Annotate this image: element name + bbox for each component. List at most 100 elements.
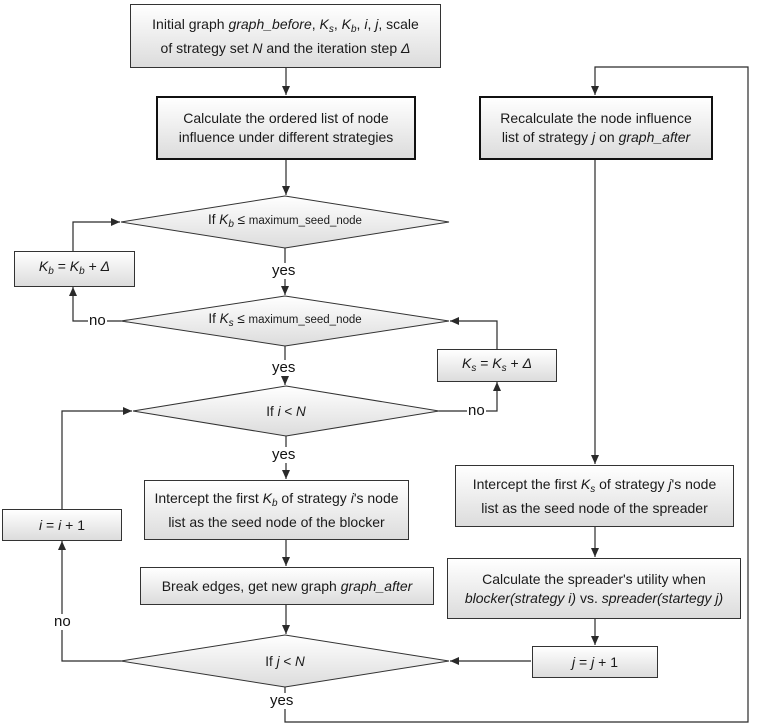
- ics-k: K: [580, 475, 591, 492]
- dec-ks-max: maximum_seed_node: [248, 314, 362, 326]
- ks-upd-eq: =: [476, 354, 493, 371]
- init-ks-sub: s: [328, 23, 334, 35]
- dec-i-if: If: [266, 403, 278, 419]
- ics-line2: list as the seed node of the spreader: [481, 499, 708, 516]
- icb-sub: b: [271, 497, 278, 509]
- icb-c: 's node: [353, 489, 399, 506]
- icb-i: i: [350, 489, 354, 506]
- arrow-i-no-to-ksupdate: [439, 382, 501, 412]
- decision-kb-shape: [120, 195, 450, 249]
- dec-i-op: <: [280, 403, 296, 419]
- dec-i-n: N: [295, 403, 306, 419]
- icb-b: of strategy: [277, 489, 351, 506]
- ics-a: Intercept the first: [472, 475, 581, 492]
- j-upd-rest: + 1: [594, 653, 618, 670]
- dec-i-var: i: [277, 403, 281, 419]
- label-yes-ks: yes: [271, 359, 297, 376]
- init-step-text: and the iteration step: [262, 39, 402, 56]
- decision-kb-text: If Kb ≤ maximum_seed_node: [150, 211, 420, 233]
- init-j: j: [375, 15, 379, 32]
- label-no-i: no: [467, 402, 486, 419]
- kb-upd-delta: Δ: [100, 258, 111, 274]
- ks-upd-s2: s: [501, 362, 507, 374]
- break-text: Break edges, get new graph: [161, 577, 341, 594]
- utility-line1: Calculate the spreader's utility when: [482, 570, 706, 587]
- dec-kb-if: If: [208, 212, 220, 227]
- utility-box: Calculate the spreader's utility when bl…: [447, 558, 741, 619]
- decision-ks-text: If Ks ≤ maximum_seed_node: [150, 310, 420, 332]
- ks-update-box: Ks = Ks + Δ: [437, 349, 557, 382]
- dec-ks-op: ≤: [233, 311, 249, 326]
- calc-list-box: Calculate the ordered list of node influ…: [156, 96, 416, 160]
- label-yes-kb: yes: [271, 262, 297, 279]
- ics-sub: s: [590, 483, 596, 495]
- break-edges-box: Break edges, get new graph graph_after: [140, 567, 434, 605]
- arrow-j-yes-loop: [284, 66, 749, 723]
- j-upd-eq: =: [575, 653, 592, 670]
- kb-upd-k2: K: [69, 258, 80, 274]
- ics-j: j: [668, 475, 672, 492]
- ics-b: of strategy: [595, 475, 669, 492]
- init-sep: ,: [367, 15, 376, 32]
- ks-upd-plus: +: [506, 354, 523, 371]
- arrow-kbupdate-to-kb: [72, 218, 120, 251]
- recalc-line1: Recalculate the node influence: [500, 110, 692, 126]
- decision-j-text: If j < N: [215, 650, 355, 672]
- init-ks: K: [319, 15, 329, 32]
- i-upd-rest: + 1: [61, 516, 85, 533]
- dec-j-n: N: [294, 653, 305, 669]
- i-upd-eq: =: [42, 516, 59, 533]
- ks-upd-s1: s: [471, 362, 477, 374]
- kb-upd-k1: K: [38, 258, 49, 274]
- init-scale: , scale: [378, 15, 419, 32]
- label-yes-i: yes: [271, 446, 297, 463]
- init-sep: ,: [333, 15, 342, 32]
- label-no-j: no: [53, 613, 72, 630]
- icb-k: K: [262, 489, 272, 506]
- dec-j-op: <: [279, 653, 295, 669]
- j-update-box: j = j + 1: [532, 646, 658, 678]
- dec-ks-sub: s: [228, 318, 234, 329]
- init-kb: K: [341, 15, 351, 32]
- icb-a: Intercept the first: [154, 489, 263, 506]
- label-no-ks: no: [88, 312, 107, 329]
- init-i: i: [364, 15, 368, 32]
- dec-kb-k: K: [219, 212, 229, 227]
- decision-ks-shape: [120, 295, 450, 347]
- init-sep: ,: [356, 15, 365, 32]
- init-kb-sub: b: [350, 23, 357, 35]
- calc-list-line2: influence under different strategies: [178, 129, 394, 145]
- ics-c: 's node: [671, 475, 717, 492]
- label-yes-j: yes: [269, 692, 295, 709]
- arrow-iupdate-to-i: [61, 407, 132, 509]
- recalc-on: on: [595, 129, 619, 145]
- recalc-j: j: [592, 129, 596, 145]
- i-upd-v1: i: [39, 516, 43, 533]
- init-n: N: [252, 39, 263, 56]
- recalc-graph-after: graph_after: [618, 129, 691, 145]
- intercept-blocker-box: Intercept the first Kb of strategy i's n…: [144, 480, 409, 540]
- dec-kb-sub: b: [228, 219, 234, 230]
- kb-upd-s2: b: [79, 266, 85, 277]
- init-strategy-set: of strategy set: [160, 39, 253, 56]
- kb-upd-eq: =: [53, 258, 70, 274]
- ks-upd-k1: K: [461, 354, 472, 371]
- init-graph-before: graph_before: [228, 15, 312, 32]
- j-upd-v2: j: [591, 653, 595, 670]
- kb-upd-s1: b: [48, 266, 54, 277]
- arrow-j-no-to-iupdate: [58, 541, 121, 662]
- i-update-box: i = i + 1: [2, 509, 122, 541]
- ks-upd-delta: Δ: [522, 354, 533, 371]
- i-upd-v2: i: [58, 516, 62, 533]
- dec-ks-if: If: [208, 311, 220, 326]
- dec-j-var: j: [276, 653, 280, 669]
- init-sep: ,: [311, 15, 320, 32]
- init-box: Initial graph graph_before, Ks, Kb, i, j…: [130, 4, 441, 68]
- dec-ks-k: K: [219, 311, 229, 326]
- recalc-line2a: list of strategy: [501, 129, 593, 145]
- utility-spreader: spreader(startegy j): [601, 589, 724, 606]
- kb-upd-plus: +: [84, 258, 101, 274]
- dec-kb-max: maximum_seed_node: [248, 215, 362, 227]
- init-text-a: Initial graph: [152, 15, 229, 32]
